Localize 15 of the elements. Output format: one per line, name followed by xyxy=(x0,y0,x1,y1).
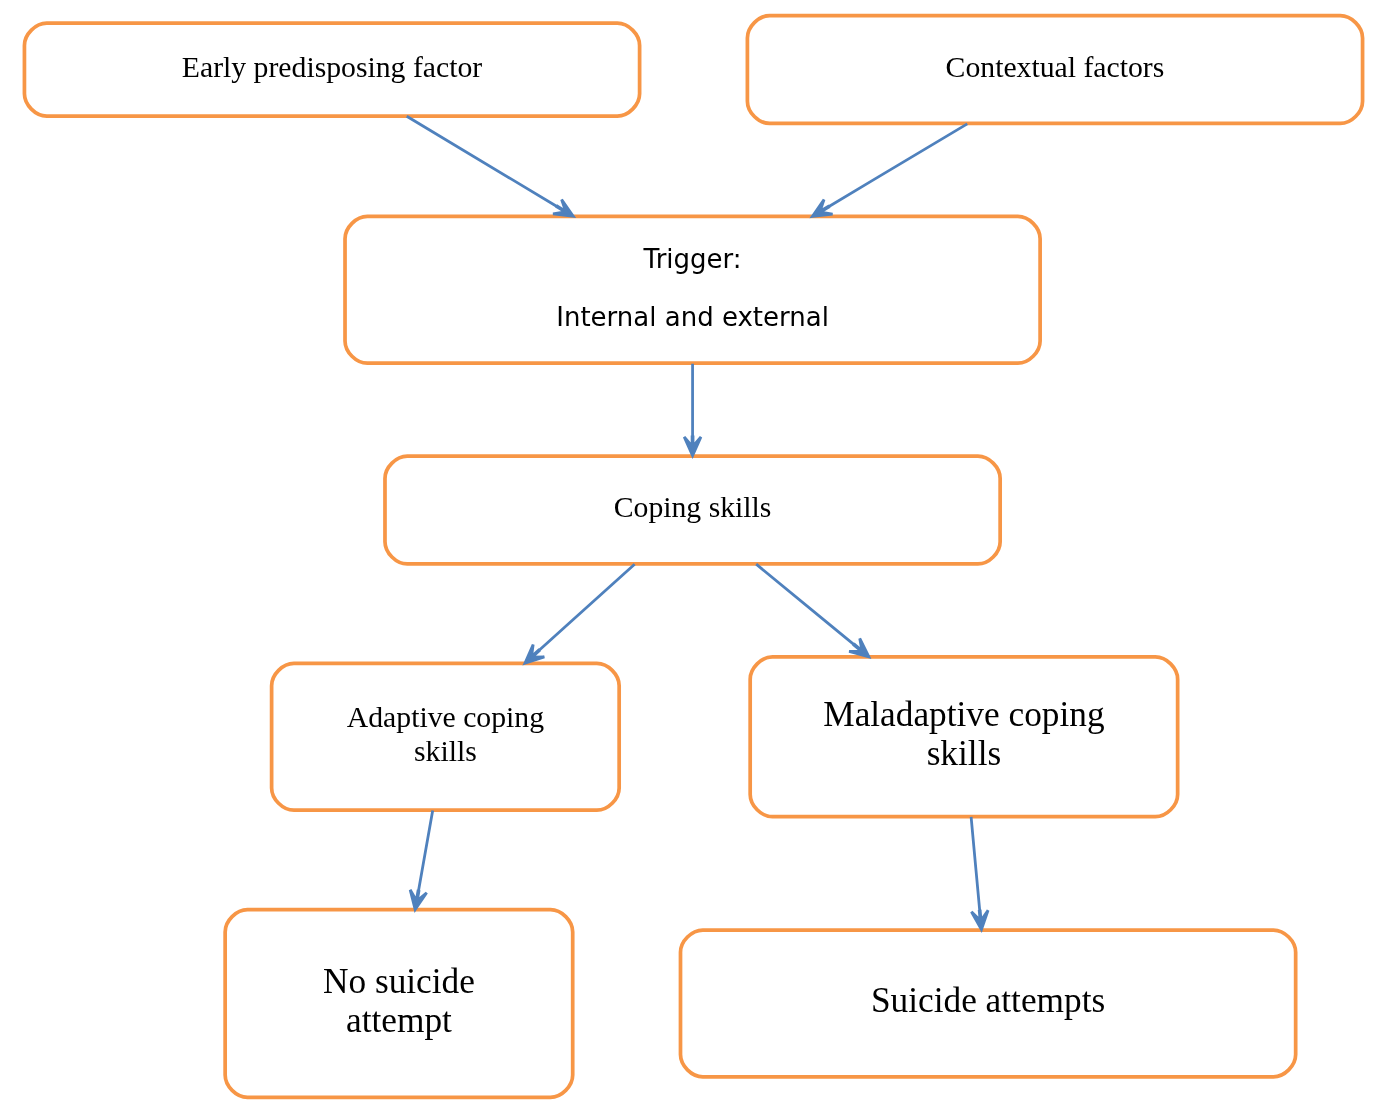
arrow xyxy=(969,816,990,931)
node-box: Contextual factors xyxy=(745,13,1365,126)
node-box: Early predisposing factor xyxy=(22,21,642,118)
node-box: Adaptive coping skills xyxy=(269,661,621,813)
arrow xyxy=(682,363,703,457)
arrow xyxy=(523,563,636,665)
arrow xyxy=(810,122,968,218)
node-box: Suicide attempts xyxy=(678,928,1298,1079)
arrow xyxy=(406,115,575,218)
node-box: No suicide attempt xyxy=(223,907,575,1100)
arrow xyxy=(755,563,871,659)
arrow xyxy=(408,810,435,911)
node-box: Trigger: Internal and external xyxy=(343,214,1042,366)
node-box: Maladaptive coping skills xyxy=(748,655,1180,819)
node-box: Coping skills xyxy=(383,454,1002,566)
